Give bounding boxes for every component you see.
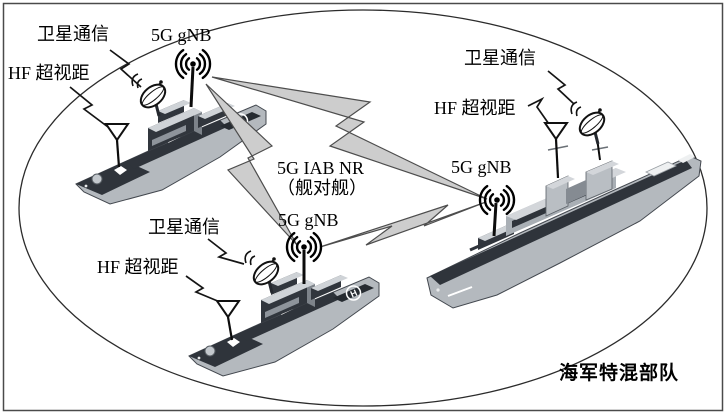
- satellite-dish-icon-right: [569, 100, 611, 146]
- yard-arm: [591, 146, 609, 151]
- hf-antenna-icon-middle: [216, 300, 240, 318]
- ship-middle-frigate: [188, 271, 380, 377]
- warship-deck-band: [430, 160, 692, 285]
- label-satcom-middle: 卫星通信: [148, 217, 220, 237]
- label-hf-topleft: HF 超视距: [8, 63, 90, 83]
- label-gnb-topleft: 5G gNB: [151, 25, 212, 45]
- pointer-satcom-3: [547, 70, 575, 105]
- label-5g-iab-link: 5G IAB NR （舰对舰）: [277, 158, 367, 198]
- label-5g-iab-line1: 5G IAB NR: [277, 158, 365, 178]
- task-force-ellipse: [18, 9, 708, 407]
- ship-right-warship: [426, 145, 702, 309]
- pointer-hf-2: [185, 275, 221, 303]
- label-satcom-right: 卫星通信: [464, 48, 536, 68]
- diagram-caption: 海军特混部队: [559, 363, 680, 384]
- hull-white-dash: [447, 286, 473, 297]
- yard-arm: [547, 145, 569, 151]
- hf-antenna-icon-right: [544, 122, 568, 140]
- label-pointers: [69, 49, 575, 303]
- funnel: [566, 180, 586, 204]
- deck-stripe: [469, 241, 487, 252]
- tower-1-top: [546, 176, 575, 189]
- label-hf-middle: HF 超视距: [97, 257, 179, 277]
- hf-antenna-icon-topleft: [105, 123, 129, 141]
- label-5g-iab-line2: （舰对舰）: [277, 178, 367, 198]
- label-hf-right: HF 超视距: [434, 98, 516, 118]
- aft-pad: [645, 161, 677, 177]
- label-gnb-middle: 5G gNB: [278, 210, 339, 230]
- aft-pad-small: [678, 154, 695, 163]
- pointer-satcom-1: [109, 49, 142, 88]
- pointer-hf-1: [69, 86, 109, 128]
- lightning-link-middle-to-right: [319, 201, 487, 248]
- lightning-link-topleft-to-right: [211, 76, 488, 200]
- pointer-satcom-2: [207, 238, 245, 265]
- deck-dot: [436, 288, 440, 292]
- label-satcom-topleft: 卫星通信: [37, 24, 109, 44]
- tower-2-top: [586, 161, 619, 175]
- pointer-hf-3: [527, 96, 552, 128]
- label-gnb-right: 5G gNB: [451, 157, 512, 177]
